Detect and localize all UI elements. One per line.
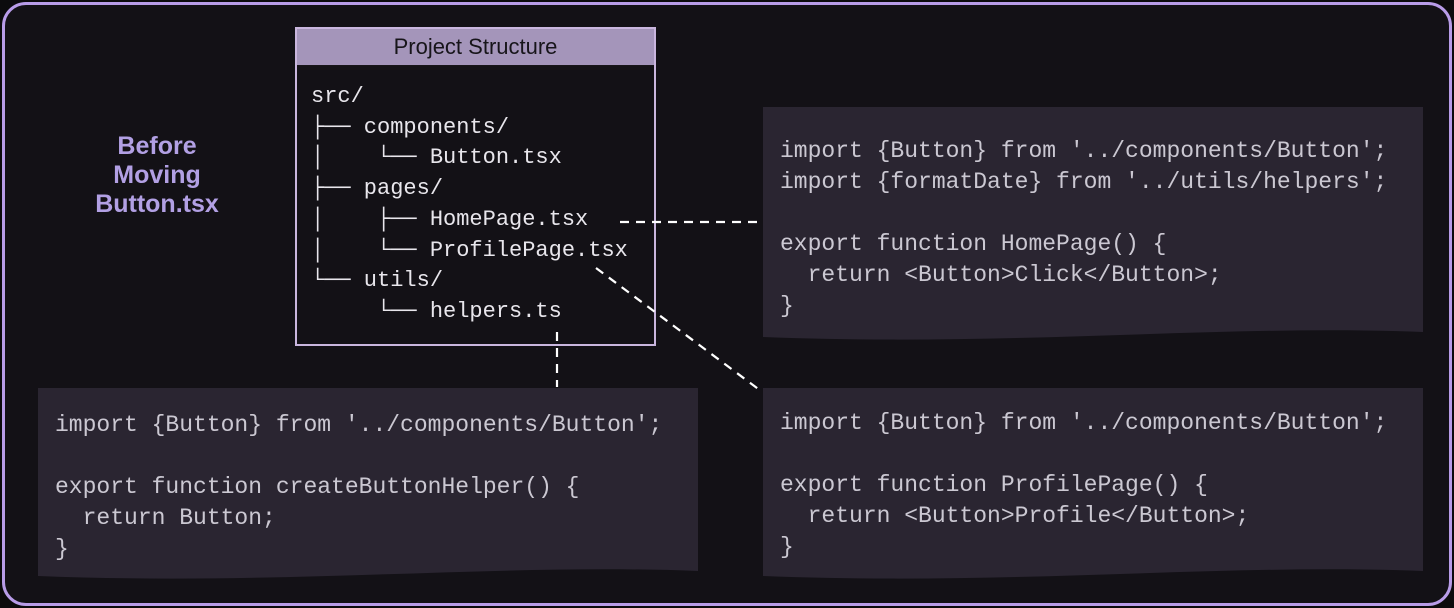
before-moving-label: Before Moving Button.tsx bbox=[95, 132, 219, 218]
code-snippet-profilepage: import {Button} from '../components/Butt… bbox=[763, 388, 1423, 580]
code-snippet-helpers: import {Button} from '../components/Butt… bbox=[38, 388, 698, 580]
file-tree: src/ ├── components/ │ └── Button.tsx ├─… bbox=[311, 84, 628, 324]
project-structure-box: Project Structure src/ ├── components/ │… bbox=[295, 27, 656, 346]
code-snippet-homepage: import {Button} from '../components/Butt… bbox=[763, 107, 1423, 345]
project-structure-title: Project Structure bbox=[297, 29, 654, 66]
